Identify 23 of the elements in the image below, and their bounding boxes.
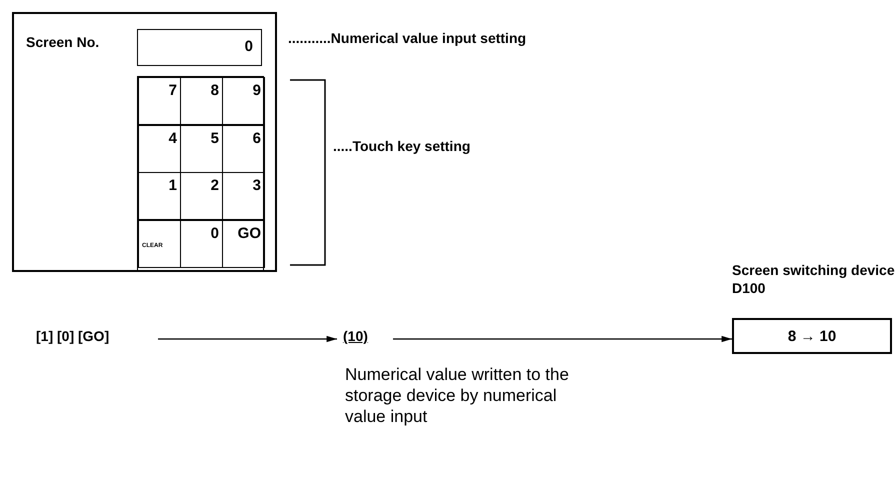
setting-note: ...........Numerical value input setting <box>288 30 526 46</box>
keypad-key: 6 <box>222 124 265 172</box>
keypad-key: GO <box>222 220 265 268</box>
keypad-key: 7 <box>138 77 181 125</box>
device-value-box: 8 → 10 <box>732 318 892 354</box>
arrow <box>393 336 732 342</box>
arrow <box>158 336 337 342</box>
keypad <box>137 76 264 271</box>
device-name-text: Screen switching device <box>732 262 895 278</box>
label-text: Screen No. <box>26 34 100 50</box>
setting-note: .....Touch key setting <box>333 138 470 154</box>
keypad-key: 4 <box>138 124 181 172</box>
keypad-key: 8 <box>180 77 223 125</box>
keypad-key: 3 <box>222 172 265 220</box>
caption-text: Numerical value written to the storage device by numerical value input <box>345 364 570 427</box>
keypad-key: 0 <box>180 220 223 268</box>
screen-frame <box>12 12 277 272</box>
stored-value-text: (10) <box>343 328 381 350</box>
keypad-key: 9 <box>222 77 265 125</box>
key-sequence-text: [1] [0] [GO] <box>36 328 146 350</box>
numeric-input-field: 0 <box>137 29 262 66</box>
keypad-key: 1 <box>138 172 181 220</box>
device-number-text: D100 <box>732 280 766 296</box>
